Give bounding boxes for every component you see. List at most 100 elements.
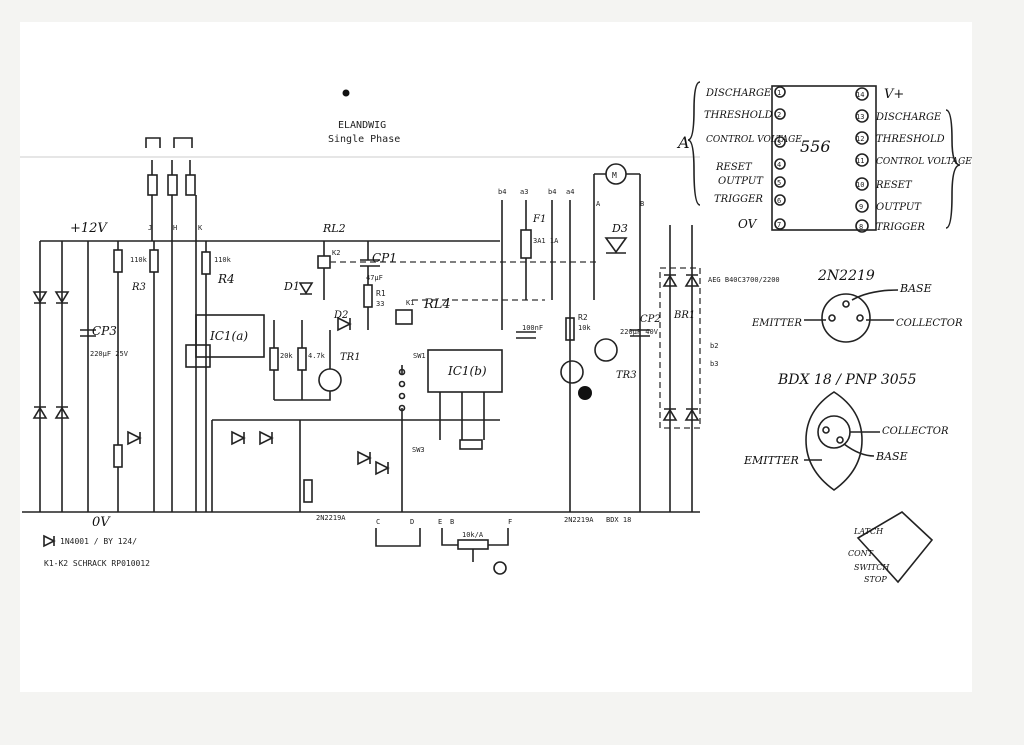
k1-relay bbox=[395, 309, 413, 325]
resistor-r3 bbox=[149, 249, 159, 273]
r1-value: 33 bbox=[376, 300, 384, 308]
motor-label: M bbox=[612, 171, 617, 180]
cp4-symbol bbox=[516, 331, 536, 339]
pin-10-name: RESET bbox=[875, 180, 913, 191]
pin-6-num: 6 bbox=[777, 197, 781, 205]
tr1-label: TR1 bbox=[340, 352, 361, 363]
terminal-motor-b: B bbox=[640, 200, 644, 208]
pin-2-num: 2 bbox=[777, 111, 781, 119]
resistor-r6 bbox=[113, 444, 123, 468]
t1-name: 2N2219 bbox=[817, 268, 875, 284]
pin-8-name: TRIGGER bbox=[876, 222, 925, 233]
pot-knob bbox=[493, 561, 507, 575]
terminal-b: B bbox=[450, 518, 454, 526]
terminal-motor-a: A bbox=[596, 200, 601, 208]
resistor-r4 bbox=[201, 251, 211, 275]
resistor-r1 bbox=[363, 284, 373, 308]
t1-collector: COLLECTOR bbox=[896, 318, 963, 329]
t2-case bbox=[805, 391, 863, 491]
terminal-b3: b3 bbox=[710, 360, 718, 368]
switch-latch: LATCH bbox=[853, 527, 884, 536]
pin-5-num: 5 bbox=[777, 179, 781, 187]
pin-3-name: CONTROL VOLTAGE bbox=[706, 135, 802, 145]
pin-13-num: 13 bbox=[856, 113, 864, 121]
top-potentiometers: J H K bbox=[145, 137, 203, 512]
ic556-group-label: A bbox=[676, 133, 690, 152]
supply-label: +12V bbox=[70, 221, 108, 236]
pin-14-name: V+ bbox=[884, 87, 904, 102]
t2-collector: COLLECTOR bbox=[882, 426, 949, 437]
pin-6-name: TRIGGER bbox=[714, 194, 763, 205]
lower-diodes bbox=[127, 430, 390, 476]
bridge-label: BR1 bbox=[673, 310, 695, 321]
t2-arrows bbox=[804, 431, 880, 461]
ic556-right-brace bbox=[945, 109, 961, 229]
cp2-value: 220µF 40V bbox=[620, 328, 659, 336]
terminal-a3: a3 bbox=[520, 188, 528, 196]
pin-12-num: 12 bbox=[856, 135, 864, 143]
fuse-value: 3A1 1A bbox=[533, 237, 559, 245]
t1-can bbox=[821, 293, 871, 343]
t1-emitter: EMITTER bbox=[751, 318, 802, 329]
ground-label: 0V bbox=[92, 515, 111, 530]
cp3-value: 220µF 25V bbox=[90, 350, 129, 358]
diode-d2 bbox=[337, 316, 352, 332]
pin-1-num: 1 bbox=[777, 89, 781, 97]
k1-label: K1 bbox=[406, 299, 414, 307]
tr3-label: TR3 bbox=[616, 370, 637, 381]
cp1-value: 47µF bbox=[366, 274, 383, 282]
pin-11-name: CONTROL VOLTAGE bbox=[876, 157, 972, 167]
relay-linkage bbox=[330, 261, 600, 301]
legend-diode: 1N4001 / BY 124/ bbox=[60, 537, 137, 546]
ink-blot bbox=[578, 386, 592, 400]
pin-7-name: OV bbox=[738, 217, 758, 231]
resistor-r5 bbox=[113, 249, 123, 273]
paper-sheet bbox=[20, 22, 972, 692]
terminal-f: F bbox=[508, 518, 512, 526]
pot-wires bbox=[441, 528, 509, 562]
bridge-outline bbox=[659, 267, 701, 429]
t1-arrows bbox=[804, 289, 899, 321]
pot-value: 10k/A bbox=[462, 531, 484, 539]
terminal-b4-b: b4 bbox=[548, 188, 556, 196]
legend-diode-symbol bbox=[43, 534, 56, 548]
ic1b-pins bbox=[439, 392, 485, 440]
resistor-4k7 bbox=[297, 347, 307, 371]
pin-1-name: DISCHARGE bbox=[705, 88, 772, 99]
pin-13-name: DISCHARGE bbox=[875, 112, 942, 123]
terminal-k: J bbox=[148, 224, 152, 232]
pin-9-name: OUTPUT bbox=[876, 202, 922, 213]
t2-name: BDX 18 / PNP 3055 bbox=[777, 372, 917, 388]
ic556-body bbox=[771, 85, 877, 231]
cp3-label: CP3 bbox=[92, 324, 117, 338]
bridge-diodes bbox=[662, 274, 700, 421]
terminal-e: E bbox=[438, 518, 442, 526]
terminal-a4: a4 bbox=[566, 188, 574, 196]
terminal-b4-a: b4 bbox=[498, 188, 506, 196]
terminal-j: H bbox=[173, 224, 177, 232]
pin-9-num: 9 bbox=[859, 203, 863, 211]
switch-stop: STOP bbox=[864, 575, 887, 584]
potentiometer bbox=[457, 539, 489, 550]
pin-8-num: 8 bbox=[859, 223, 863, 231]
pin-10-num: 10 bbox=[856, 181, 864, 189]
switch-cont: CONT bbox=[848, 549, 874, 558]
terminal-b2: b2 bbox=[710, 342, 718, 350]
diode-d3 bbox=[604, 237, 628, 254]
input-diodes bbox=[32, 291, 70, 419]
pin-11-num: 11 bbox=[856, 157, 864, 165]
ic1b-label: IC1(b) bbox=[447, 364, 487, 378]
ic556-left-brace bbox=[687, 81, 701, 206]
pin-4-name: RESET bbox=[715, 162, 753, 173]
tr-2n2219-symbol bbox=[560, 360, 584, 384]
tr-2n2219-b-label: 2N2219A bbox=[564, 516, 594, 524]
cd-switch-loop bbox=[375, 528, 421, 547]
t1-base: BASE bbox=[899, 282, 932, 295]
pin-12-name: THRESHOLD bbox=[876, 134, 945, 145]
pin-5-name: OUTPUT bbox=[718, 176, 764, 187]
sw1-label: SW1 bbox=[413, 352, 426, 360]
cp1-label: CP1 bbox=[372, 251, 397, 265]
switch-box bbox=[856, 511, 934, 584]
